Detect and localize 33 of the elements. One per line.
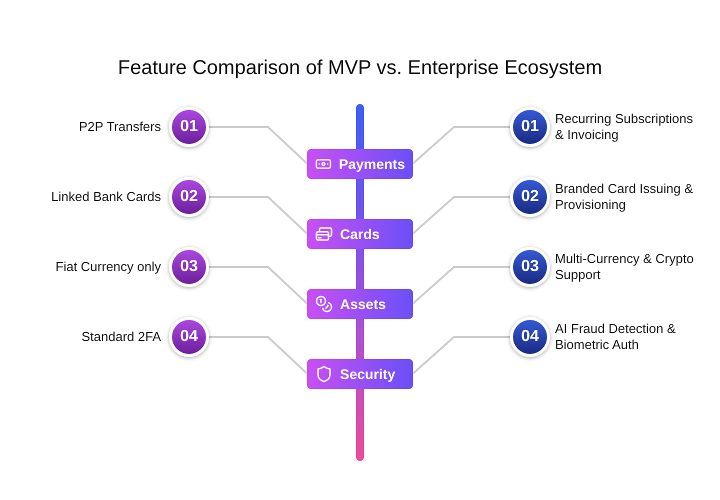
feature-label: Branded Card Issuing & Provisioning: [555, 181, 694, 213]
connector-line: [209, 196, 308, 234]
connector-line: [412, 126, 510, 164]
step-number-circle: 01: [169, 107, 209, 147]
feature-label: Fiat Currency only: [54, 259, 161, 275]
step-number-circle: 04: [510, 317, 550, 357]
step-number-circle: 02: [169, 177, 209, 217]
feature-label: Multi-Currency & Crypto Support: [555, 251, 695, 283]
category-box: [307, 218, 413, 248]
step-number-circle: 03: [510, 247, 550, 287]
feature-label: Recurring Subscriptions & Invoicing: [555, 111, 694, 143]
step-number-circle: 02: [510, 177, 550, 217]
connector-line: [209, 336, 308, 374]
category-label: Cards: [340, 226, 380, 242]
feature-label: P2P Transfers: [78, 119, 161, 135]
category-box: [307, 288, 413, 318]
category-label: Security: [340, 366, 396, 382]
category-box: [307, 148, 413, 178]
category-box: [307, 358, 413, 388]
feature-label: AI Fraud Detection & Biometric Auth: [555, 321, 677, 353]
feature-label: Linked Bank Cards: [50, 189, 161, 205]
diagram-title: Feature Comparison of MVP vs. Enterprise Ecosystem: [116, 56, 604, 81]
step-number-circle: 01: [510, 107, 550, 147]
connector-line: [412, 266, 510, 304]
feature-label: Standard 2FA: [80, 329, 161, 345]
connector-line: [209, 126, 308, 164]
category-label: Assets: [340, 296, 386, 312]
connector-line: [209, 266, 308, 304]
connector-line: [412, 196, 510, 234]
step-number-circle: 04: [169, 317, 209, 357]
step-number-circle: 03: [169, 247, 209, 287]
category-label: Payments: [338, 156, 405, 172]
connector-line: [412, 336, 510, 374]
